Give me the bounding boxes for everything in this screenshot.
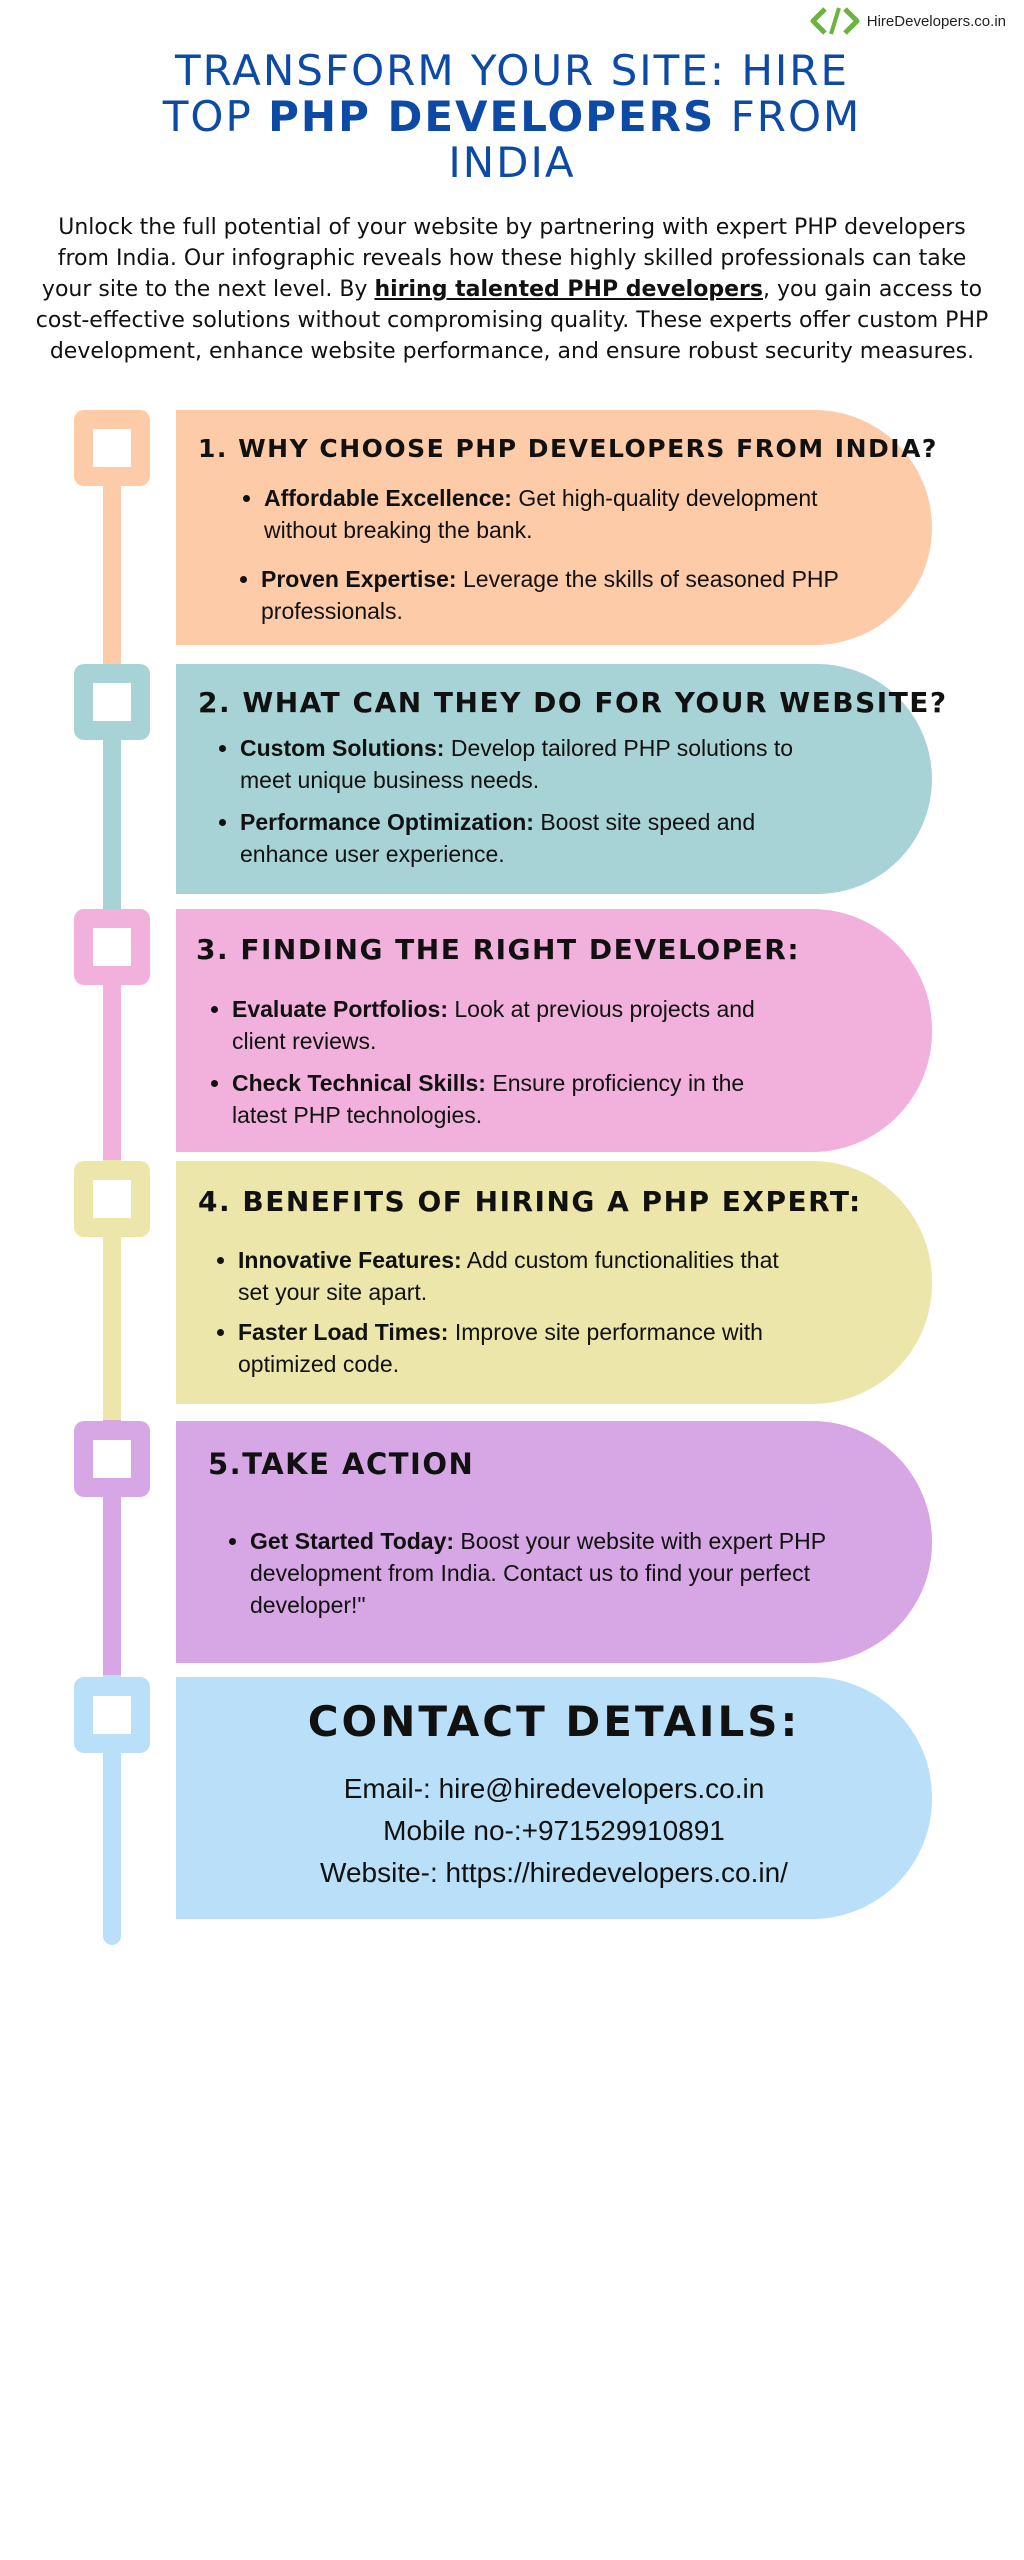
section-card-1: 1. WHY CHOOSE PHP DEVELOPERS FROM INDIA?… bbox=[176, 410, 936, 645]
section-list: Custom Solutions: Develop tailored PHP s… bbox=[212, 732, 810, 870]
brand-logo[interactable]: HireDevelopers.co.in bbox=[809, 6, 1006, 36]
contact-mobile[interactable]: Mobile no-:+971529910891 bbox=[383, 1815, 725, 1846]
section-card-4: 4. BENEFITS OF HIRING A PHP EXPERT: Inno… bbox=[176, 1161, 932, 1404]
intro-text-before: Unlock the full potential of your websit… bbox=[41, 215, 967, 302]
section-list: Get Started Today: Boost your website wi… bbox=[222, 1525, 835, 1621]
intro-paragraph: Unlock the full potential of your websit… bbox=[34, 212, 990, 367]
list-item: Evaluate Portfolios: Look at previous pr… bbox=[232, 993, 802, 1057]
section-heading: 5.TAKE ACTION bbox=[208, 1447, 475, 1481]
section-list: Evaluate Portfolios: Look at previous pr… bbox=[204, 993, 802, 1131]
timeline-marker-4 bbox=[74, 1161, 150, 1237]
page-title: TRANSFORM YOUR SITE: HIRE TOP PHP DEVELO… bbox=[112, 48, 912, 186]
hire-developers-link[interactable]: hiring talented PHP developers bbox=[374, 277, 763, 302]
timeline-marker-5 bbox=[74, 1421, 150, 1497]
title-line-2-bold: PHP DEVELOPERS bbox=[268, 92, 716, 141]
timeline-marker-3 bbox=[74, 909, 150, 985]
timeline-marker-2 bbox=[74, 664, 150, 740]
contact-email[interactable]: Email-: hire@hiredevelopers.co.in bbox=[343, 1773, 765, 1804]
section-list: Affordable Excellence: Get high-quality … bbox=[236, 482, 844, 627]
timeline-marker-6 bbox=[74, 1677, 150, 1753]
list-item: Affordable Excellence: Get high-quality … bbox=[264, 482, 844, 546]
title-line-1: TRANSFORM YOUR SITE: HIRE bbox=[174, 46, 850, 95]
list-item: Get Started Today: Boost your website wi… bbox=[250, 1525, 835, 1621]
section-card-5: 5.TAKE ACTION Get Started Today: Boost y… bbox=[176, 1421, 932, 1663]
section-card-3: 3. FINDING THE RIGHT DEVELOPER: Evaluate… bbox=[176, 909, 932, 1152]
section-heading: 2. WHAT CAN THEY DO FOR YOUR WEBSITE? bbox=[198, 686, 948, 719]
section-card-2: 2. WHAT CAN THEY DO FOR YOUR WEBSITE? Cu… bbox=[176, 664, 946, 894]
list-item: Proven Expertise: Leverage the skills of… bbox=[261, 563, 844, 627]
list-item: Faster Load Times: Improve site performa… bbox=[238, 1316, 808, 1380]
brand-name: HireDevelopers.co.in bbox=[866, 12, 1006, 30]
code-brackets-icon bbox=[810, 7, 860, 35]
list-item: Performance Optimization: Boost site spe… bbox=[240, 806, 810, 870]
section-heading: 1. WHY CHOOSE PHP DEVELOPERS FROM INDIA? bbox=[198, 434, 938, 463]
contact-website[interactable]: Website-: https://hiredevelopers.co.in/ bbox=[320, 1857, 788, 1888]
list-item: Innovative Features: Add custom function… bbox=[238, 1244, 808, 1308]
intro-text-after: , you gain access to cost-effective solu… bbox=[35, 277, 989, 364]
list-item: Check Technical Skills: Ensure proficien… bbox=[232, 1067, 802, 1131]
timeline-marker-1 bbox=[74, 410, 150, 486]
contact-heading: CONTACT DETAILS: bbox=[307, 1697, 801, 1746]
contact-card: CONTACT DETAILS: Email-: hire@hiredevelo… bbox=[176, 1677, 932, 1919]
section-heading: 3. FINDING THE RIGHT DEVELOPER: bbox=[196, 933, 801, 966]
title-line-2-pre: TOP bbox=[162, 92, 269, 141]
title-line-2-post: FROM bbox=[715, 92, 862, 141]
section-list: Innovative Features: Add custom function… bbox=[210, 1244, 808, 1380]
list-item: Custom Solutions: Develop tailored PHP s… bbox=[240, 732, 810, 796]
section-heading: 4. BENEFITS OF HIRING A PHP EXPERT: bbox=[198, 1185, 862, 1218]
title-line-3: INDIA bbox=[448, 138, 576, 187]
